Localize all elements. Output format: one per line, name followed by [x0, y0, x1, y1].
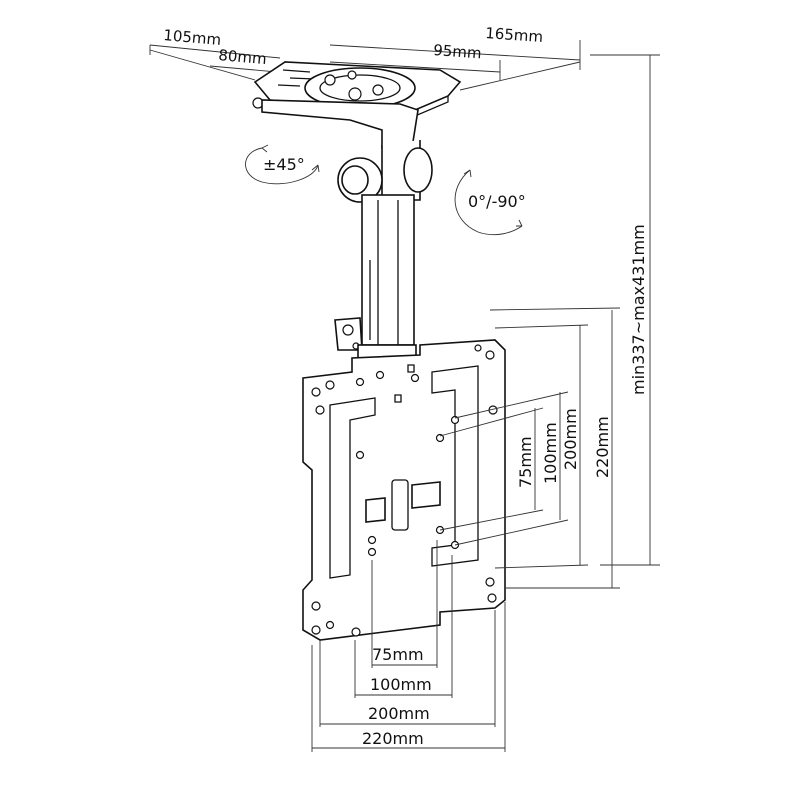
- dim-top-165: 165mm: [485, 24, 544, 46]
- tilt-label: 0°/-90°: [468, 192, 526, 211]
- swivel-arrow-icon: [245, 144, 320, 185]
- horizontal-dimensions: [311, 540, 506, 752]
- vertical-dimensions: [439, 54, 660, 589]
- dim-top-80: 80mm: [218, 46, 268, 68]
- dim-h-220: 220mm: [362, 729, 424, 748]
- dim-top-105: 105mm: [163, 26, 222, 49]
- swivel-label: ±45°: [263, 155, 305, 174]
- dim-h-75: 75mm: [372, 645, 424, 664]
- tilt-arrow-icon: [454, 169, 523, 236]
- ceiling-plate: [252, 61, 462, 117]
- dim-v-75: 75mm: [516, 436, 535, 488]
- dim-top-95: 95mm: [433, 41, 482, 62]
- extension-pole: [334, 194, 417, 360]
- dim-v-200: 200mm: [561, 408, 580, 470]
- dim-height-range: min337~max431mm: [629, 224, 648, 395]
- dim-v-220: 220mm: [593, 416, 612, 478]
- dim-v-100: 100mm: [541, 422, 560, 484]
- vesa-plate: [302, 339, 506, 641]
- dim-h-100: 100mm: [370, 675, 432, 694]
- dim-h-200: 200mm: [368, 704, 430, 723]
- top-dimensions: [149, 40, 581, 91]
- swivel-bracket: [261, 99, 433, 203]
